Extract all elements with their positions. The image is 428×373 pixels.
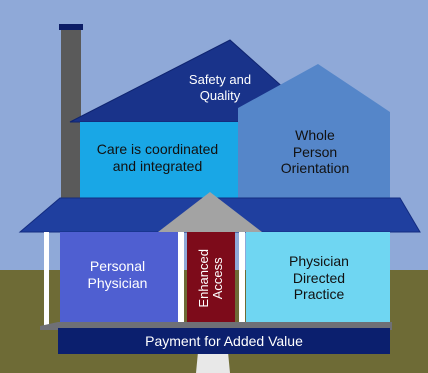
enhanced-access-label: Enhanced Access <box>195 248 225 308</box>
chimney-cap <box>59 24 83 30</box>
enhanced-access-door <box>187 232 235 324</box>
chimney <box>61 28 81 243</box>
care-room <box>80 122 238 200</box>
enhanced-access-label-wrap: Enhanced Access <box>187 232 235 324</box>
foundation <box>58 328 390 354</box>
personal-physician-label: Personal Physician <box>87 258 148 291</box>
porch-roof <box>158 192 262 232</box>
physician-directed-room <box>246 232 390 324</box>
whole-person-orientation-label: Whole Person Orientation <box>280 126 350 177</box>
physician-directed-practice-label: Physician Directed Practice <box>289 252 349 303</box>
left-post <box>44 232 49 326</box>
whole-person-room <box>238 64 390 200</box>
porch-column-right <box>239 232 245 324</box>
payment-for-added-value-label: Payment for Added Value <box>145 332 303 349</box>
porch-column-left <box>178 232 184 324</box>
care-coordinated-label: Care is coordinated and integrated <box>96 141 219 174</box>
safety-and-quality-label: Safety and Quality <box>188 72 252 103</box>
walkway <box>196 352 230 373</box>
personal-physician-room <box>60 232 178 324</box>
